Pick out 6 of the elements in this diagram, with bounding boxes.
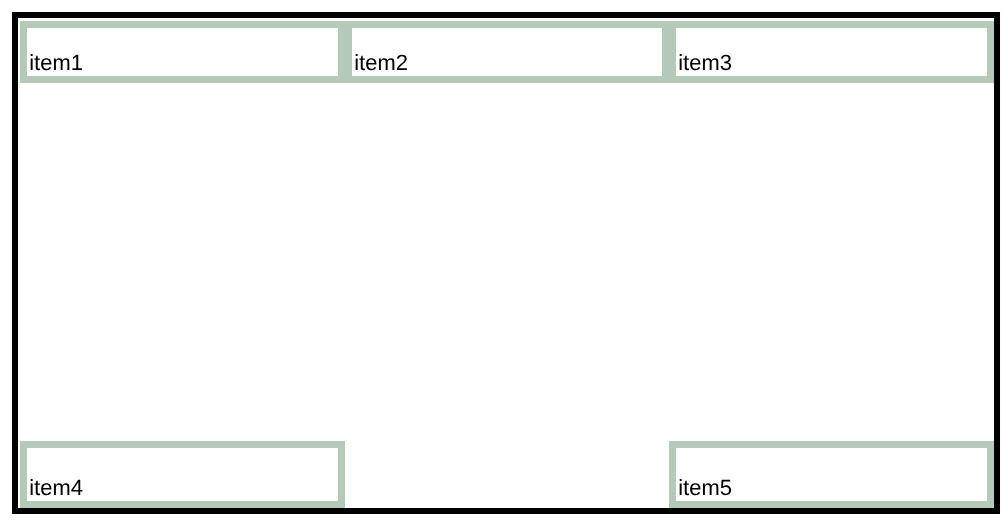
item-box: item3	[669, 21, 994, 83]
item-box: item1	[20, 21, 345, 83]
container-box	[12, 12, 1000, 514]
item-box: item2	[345, 21, 669, 83]
item-box: item5	[669, 441, 994, 508]
item-box: item4	[20, 441, 345, 508]
